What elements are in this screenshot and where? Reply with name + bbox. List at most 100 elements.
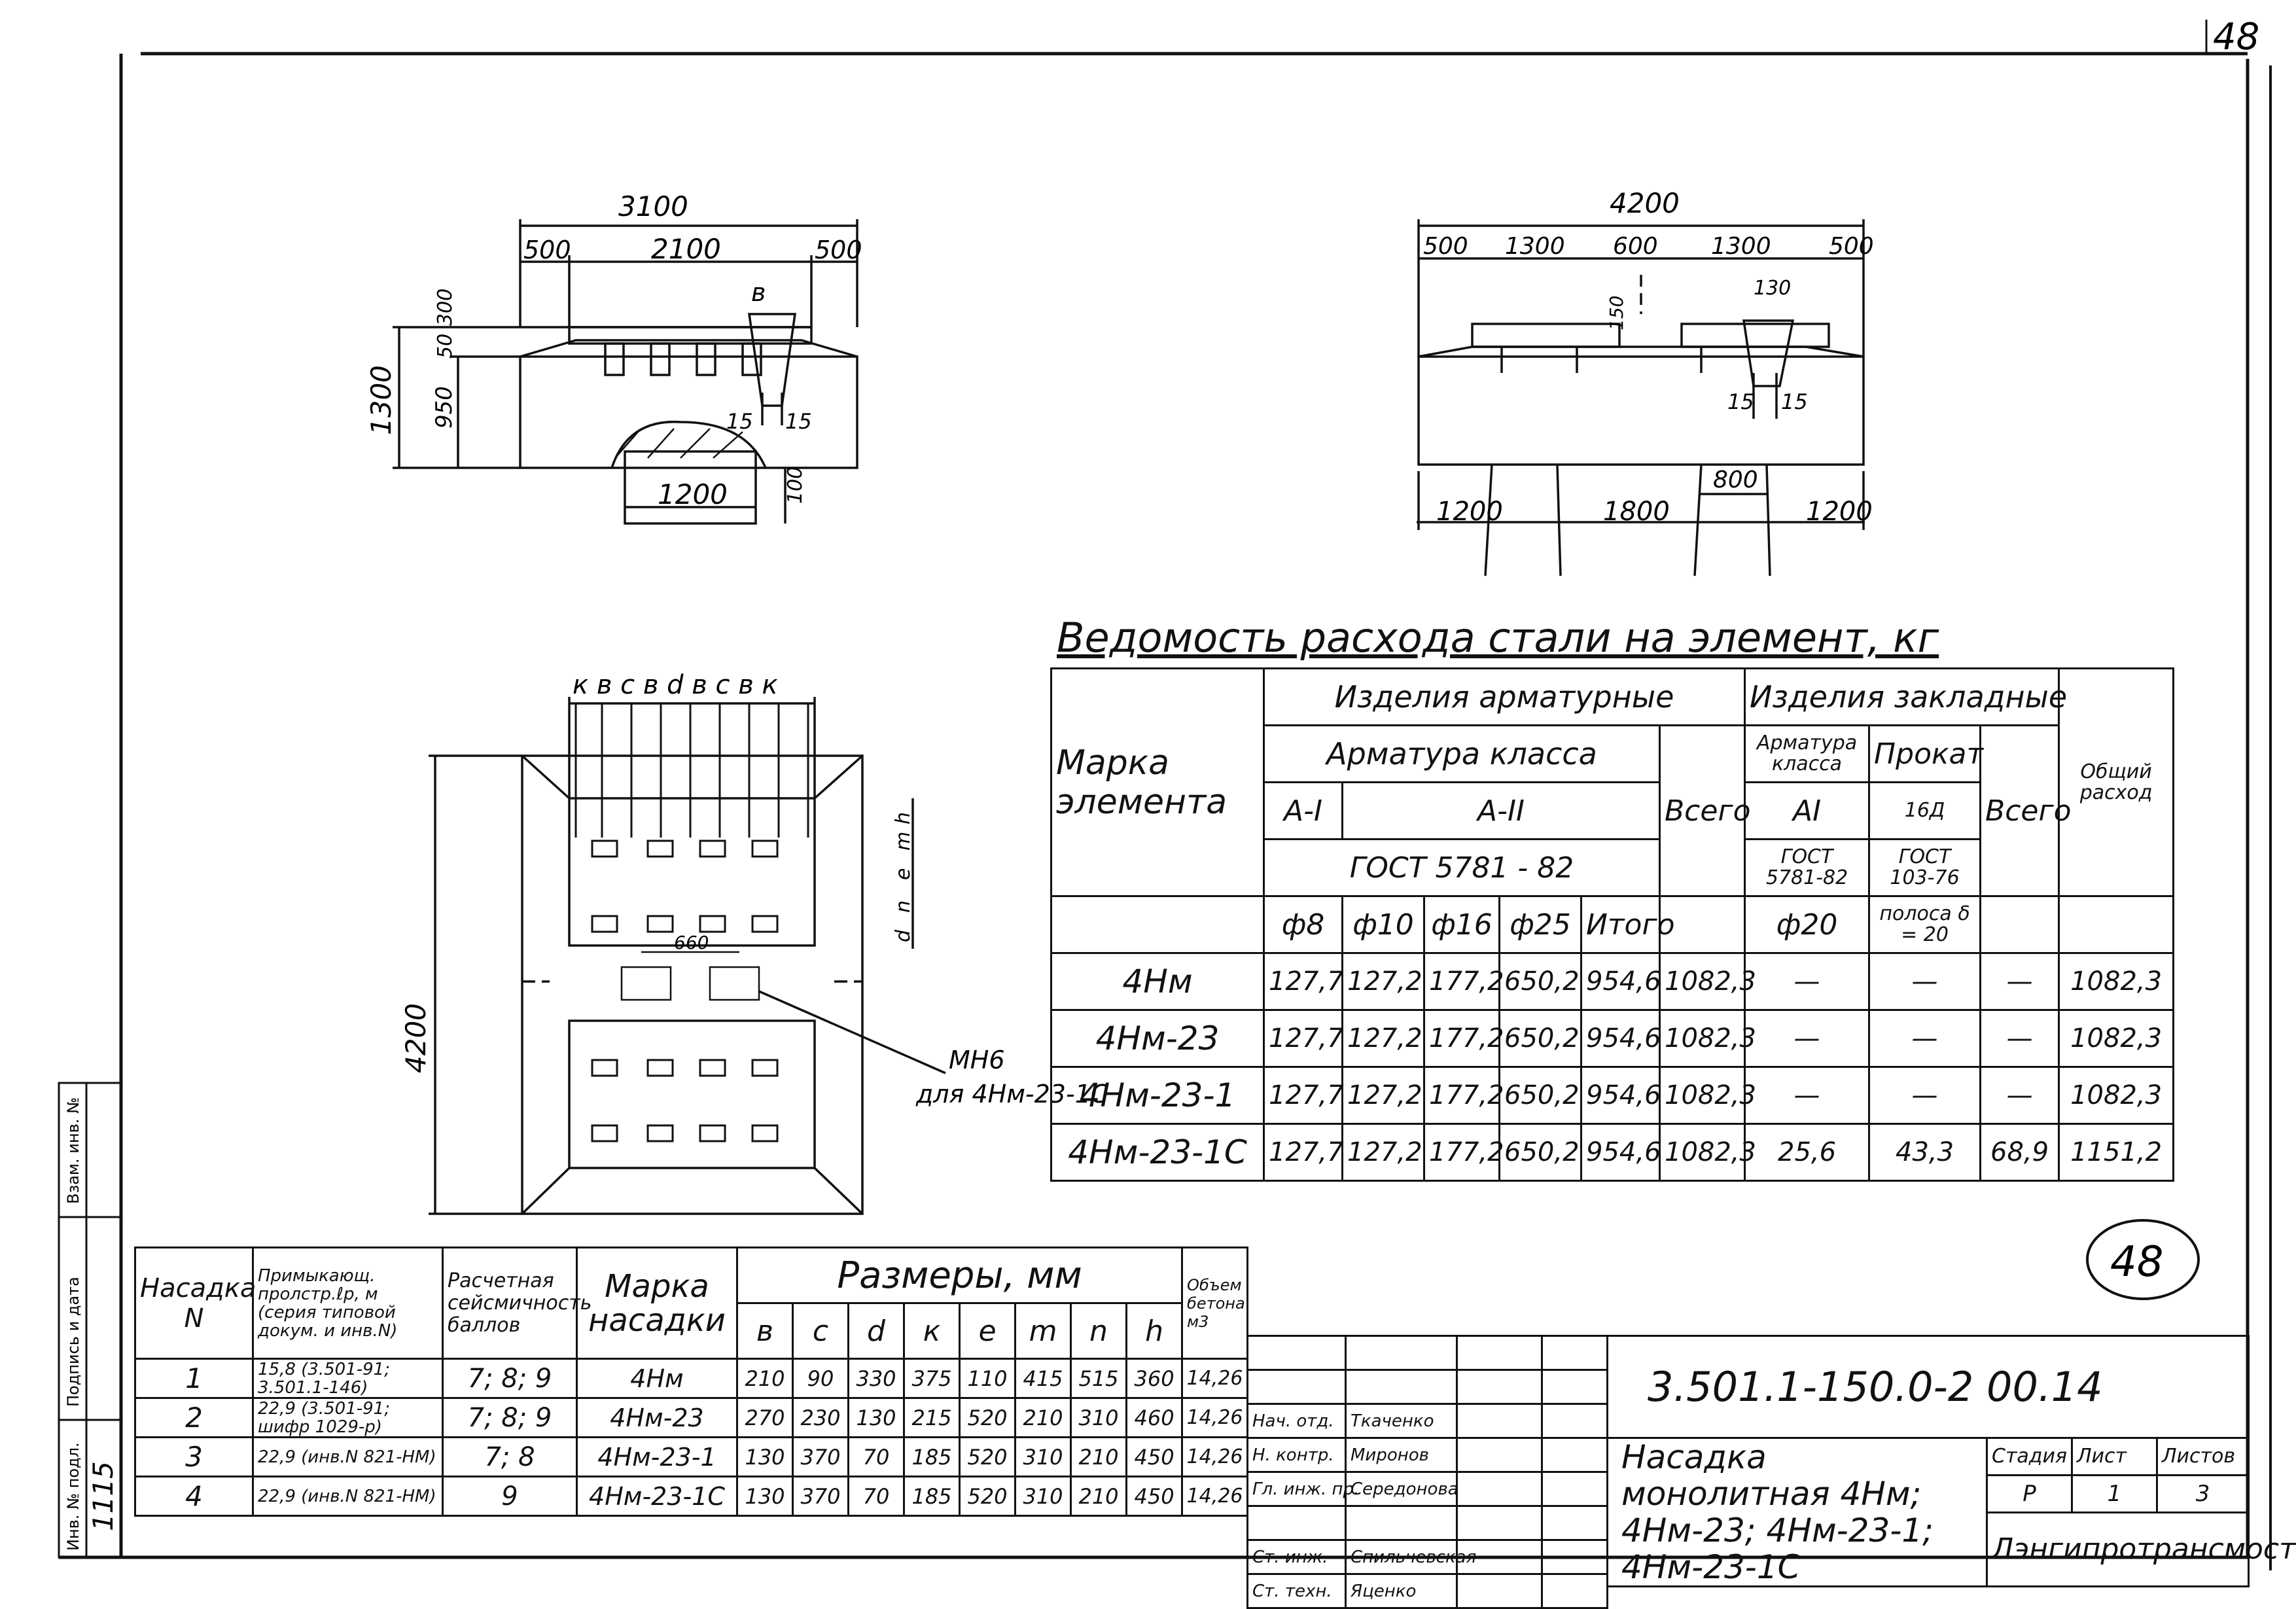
plan-vert-n: n: [892, 900, 915, 913]
steel-row-value: —: [1744, 1066, 1871, 1125]
emb-rolled-strip: полоса δ = 20: [1868, 895, 1982, 954]
stage-value: Р: [1986, 1474, 2073, 1513]
dims-h-span: Примыкающ. пролстр.ℓр, м (серия типовой …: [252, 1247, 444, 1360]
signature-sign: [1456, 1573, 1543, 1609]
front-vert-50: 50: [434, 334, 457, 359]
gost-rebar: ГОСТ 5781 - 82: [1263, 838, 1661, 897]
emb-rebar-class: Арматура класса: [1744, 724, 1871, 783]
steel-row-value: 1082,3: [2058, 1066, 2175, 1125]
dims-row-size: 375: [903, 1358, 961, 1399]
steel-row-value: 177,2: [1423, 1066, 1504, 1125]
dims-letter: е: [959, 1302, 1016, 1360]
plan-opening: [699, 1059, 726, 1077]
dims-letter: d: [847, 1302, 905, 1360]
mn6-label: МН6: [949, 1046, 1005, 1074]
plan-opening: [591, 1059, 618, 1077]
dims-row-size: 185: [903, 1476, 961, 1517]
side-dim-5: 500: [1829, 233, 1874, 260]
side-stamp-inv-value: 1115: [87, 1461, 119, 1531]
plan-opening: [751, 1124, 779, 1142]
dims-row-span: 22,9 (инв.N 821-НМ): [252, 1476, 444, 1517]
steel-row-value: 650,2: [1498, 1009, 1582, 1068]
dims-row-seismic: 7; 8; 9: [442, 1397, 578, 1438]
side-dim-2: 1300: [1505, 233, 1565, 260]
signature-name: [1345, 1505, 1458, 1541]
dims-row-mark: 4Нм-23-1С: [576, 1476, 738, 1517]
sheet-value: 1: [2071, 1474, 2158, 1513]
dims-row-size: 185: [903, 1436, 961, 1477]
steel-row-value: 177,2: [1423, 952, 1504, 1011]
dims-row-size: 130: [847, 1397, 905, 1438]
front-dim-right: 500: [815, 236, 862, 264]
plan-opening: [751, 1059, 779, 1077]
dims-row-size: 130: [736, 1436, 794, 1477]
steel-row-value: —: [1868, 1009, 1982, 1068]
signature-row: Нач. отд.Ткаченко: [1246, 1403, 1608, 1439]
dims-row-size: 210: [1070, 1436, 1127, 1477]
front-total-dim: 3100: [618, 190, 688, 222]
steel-row-value: 127,7: [1263, 1009, 1344, 1068]
front-vert-300: 300: [434, 289, 457, 326]
dims-row-mark: 4Нм-23: [576, 1397, 738, 1438]
plan-view: [429, 697, 946, 1215]
steel-row-value: —: [1744, 952, 1871, 1011]
dims-row-size: 370: [792, 1476, 849, 1517]
steel-group-embedded: Изделия закладные: [1744, 667, 2067, 726]
side-bottom-3: 1200: [1806, 497, 1873, 527]
side-stamp-vzam-label: Взам. инв. №: [64, 1097, 82, 1204]
signature-sign: [1456, 1403, 1543, 1439]
steel-row-value: —: [1979, 952, 2060, 1011]
plan-vert-m: m: [892, 832, 915, 851]
dims-row-size: 270: [736, 1397, 794, 1438]
plan-top-letters: к в с в d в с в к: [573, 670, 778, 700]
front-100-dim: 100: [784, 467, 807, 504]
organization: Лэнгипротрансмост: [1985, 1511, 2296, 1587]
side-stamp: Взам. инв. № Подпись и дата Инв. № подл.…: [58, 1082, 122, 1559]
steel-group-rebar: Изделия арматурные: [1262, 667, 1746, 726]
dims-row-volume: 14,26: [1181, 1476, 1249, 1517]
front-height-dim: 1300: [365, 365, 397, 435]
signature-sign: [1456, 1437, 1543, 1473]
signature-date: [1541, 1437, 1608, 1473]
steel-row-value: —: [1868, 1066, 1982, 1125]
dims-letter: n: [1070, 1302, 1127, 1360]
plan-opening: [646, 1124, 674, 1142]
dims-h-mark: Марка насадки: [576, 1247, 738, 1360]
front-b-label: в: [751, 278, 766, 307]
emb-a1: АI: [1744, 781, 1871, 840]
sheet-number: 48: [2213, 16, 2259, 58]
side-800-dim: 800: [1713, 467, 1758, 493]
dims-row-size: 310: [1070, 1397, 1127, 1438]
dims-h-seismic: Расчетная сейсмичность баллов: [442, 1247, 592, 1360]
steel-col-element: Марка элемента: [1050, 667, 1265, 897]
dims-table: Насадка N Примыкающ. пролстр.ℓр, м (сери…: [134, 1247, 1249, 1517]
dims-row-size: 450: [1125, 1436, 1184, 1477]
emb-gost: ГОСТ 5781-82: [1744, 838, 1871, 897]
side-15-left: 15: [1727, 389, 1754, 414]
steel-row-value: 650,2: [1498, 1066, 1582, 1125]
dims-letter: к: [903, 1302, 961, 1360]
steel-row-value: 1082,3: [1658, 1123, 1756, 1182]
stamp-circle: [2086, 1219, 2200, 1300]
plan-opening: [751, 915, 779, 933]
dims-row-seismic: 9: [442, 1476, 578, 1517]
signature-role: Нач. отд.: [1246, 1403, 1347, 1439]
dims-h-nasadka: Насадка N: [134, 1247, 256, 1360]
steel-row-value: 43,3: [1868, 1123, 1982, 1182]
emb-rolled-gost: ГОСТ 103-76: [1868, 838, 1982, 897]
plan-opening: [699, 840, 726, 858]
steel-row-value: 1082,3: [1658, 1009, 1756, 1068]
dims-row-size: 370: [792, 1436, 849, 1477]
class-a2: А-II: [1341, 781, 1661, 840]
dims-row-size: 210: [1070, 1476, 1127, 1517]
steel-row-value: 954,6: [1580, 1009, 1661, 1068]
plan-opening: [699, 1124, 726, 1142]
side-stamp-inv-label: Инв. № подл.: [64, 1442, 82, 1551]
title-block-main: 3.501.1-150.0-2 00.14 Насадка монолитная…: [1606, 1335, 2296, 1587]
